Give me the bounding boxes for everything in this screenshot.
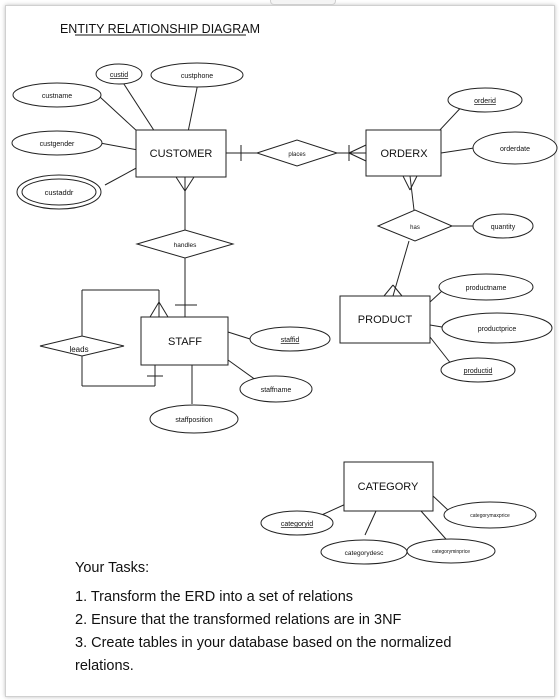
entity-staff	[140, 316, 229, 366]
task-item: 1. Transform the ERD into a set of relat…	[75, 589, 354, 605]
relationship-places	[255, 139, 339, 167]
attr-staffposition-label: staffposition	[175, 417, 212, 424]
entity-orderx	[365, 129, 442, 177]
entity-category-label: CATEGORY	[358, 481, 419, 493]
attributes	[11, 62, 558, 565]
labels: ENTITY RELATIONSHIP DIAGRAM CUSTOMER ORD…	[40, 22, 530, 557]
relationship-has-label: has	[410, 225, 420, 231]
window-top-tab	[270, 0, 336, 5]
attr-orderdate	[472, 131, 558, 165]
entity-product-label: PRODUCT	[358, 314, 413, 326]
attr-custphone	[150, 62, 244, 88]
attr-categoryminprice	[406, 538, 496, 564]
entity-product	[339, 295, 431, 344]
attr-categorymaxprice-label: categorymaxprice	[470, 513, 510, 519]
attr-categoryid	[260, 510, 334, 536]
attr-custaddr-inner	[21, 178, 97, 206]
tasks-section: Your Tasks: 1. Transform the ERD into a …	[75, 560, 535, 678]
entity-category	[343, 461, 434, 512]
attr-categoryid-label: categoryid	[281, 521, 313, 528]
attr-productid-label: productid	[464, 368, 493, 375]
attr-categoryminprice-label: categoryminprice	[432, 549, 470, 555]
entity-staff-label: STAFF	[168, 336, 202, 348]
attr-staffname-label: staffname	[261, 387, 292, 394]
entity-orderx-label: ORDERX	[380, 148, 428, 160]
attr-productprice-label: productprice	[478, 326, 517, 333]
relationship-leads-label: leads	[69, 345, 88, 354]
relationship-has	[376, 209, 454, 242]
attr-orderid	[447, 87, 523, 113]
attr-categorydesc-label: categorydesc	[345, 550, 384, 557]
attr-custname-label: custname	[42, 93, 72, 100]
attr-custid	[95, 63, 143, 85]
attr-staffposition	[149, 404, 239, 434]
relationship-handles	[135, 229, 235, 259]
attr-staffid-label: staffid	[281, 337, 300, 344]
entity-customer	[135, 129, 227, 178]
attr-custaddr-label: custaddr	[45, 188, 74, 197]
attr-staffid	[249, 326, 331, 352]
attr-staffname	[239, 375, 313, 403]
attr-orderdate-label: orderdate	[500, 146, 530, 153]
attr-custgender	[11, 130, 103, 156]
task-item-continuation: relations.	[75, 658, 134, 674]
relationships	[39, 139, 454, 357]
cardinality-marks	[147, 144, 418, 377]
entity-customer-label: CUSTOMER	[150, 148, 213, 160]
attr-productname-label: productname	[466, 285, 507, 292]
attr-productname	[438, 273, 534, 301]
task-item: 2. Ensure that the transformed relations…	[75, 612, 402, 628]
attr-categorymaxprice	[443, 501, 537, 529]
attr-custgender-label: custgender	[40, 141, 75, 148]
tasks-heading: Your Tasks:	[75, 560, 150, 576]
attr-productid	[440, 357, 516, 383]
attr-quantity-label: quantity	[491, 224, 516, 231]
relationship-handles-label: handles	[174, 242, 198, 249]
attr-quantity	[472, 213, 534, 239]
attr-productprice	[441, 312, 553, 344]
relationship-leads	[39, 335, 125, 357]
diagram-title: ENTITY RELATIONSHIP DIAGRAM	[60, 22, 260, 36]
relationship-places-label: places	[288, 152, 305, 158]
attr-custid-label: custid	[110, 72, 128, 79]
tasks-list: 1. Transform the ERD into a set of relat…	[75, 586, 535, 678]
attr-custphone-label: custphone	[181, 73, 213, 80]
attr-custname	[12, 82, 102, 108]
entities	[135, 129, 442, 512]
attr-orderid-label: orderid	[474, 98, 496, 105]
task-item: 3. Create tables in your database based …	[75, 635, 452, 651]
